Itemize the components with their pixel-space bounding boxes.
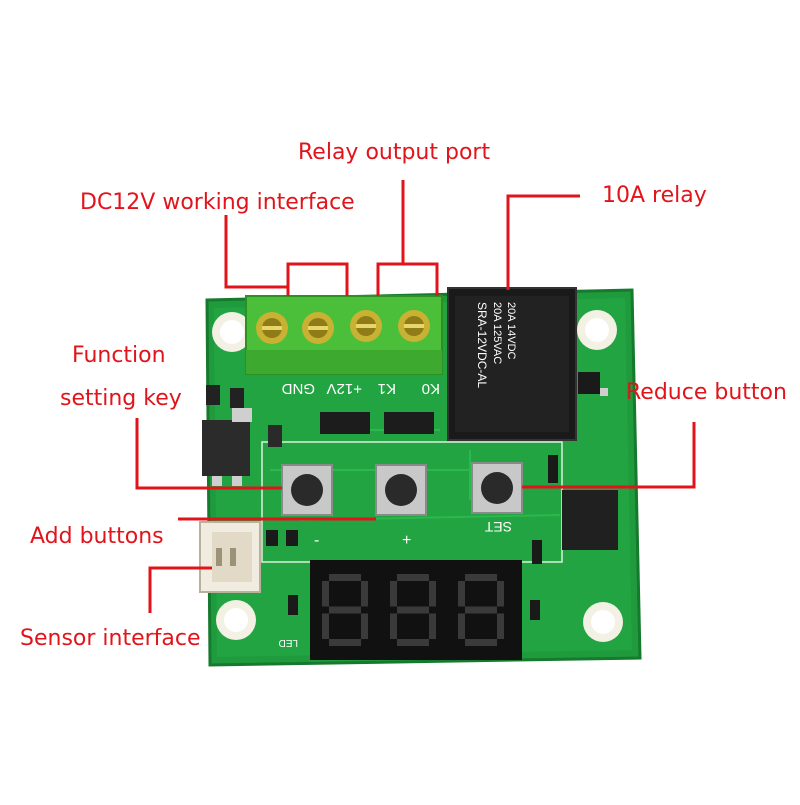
relay-marking-1: 20A 14VDC <box>505 302 517 360</box>
display-segment <box>361 581 368 607</box>
set-silk-label: SET <box>484 519 512 535</box>
line-dc12v <box>224 215 288 289</box>
terminal-block <box>245 295 443 375</box>
line-reduce-button <box>522 422 696 489</box>
terminal-label-k1: K1 <box>378 380 396 397</box>
function-setting-key <box>281 464 333 516</box>
label-sensor-interface: Sensor interface <box>20 626 201 651</box>
minus-silk-label: - <box>314 532 319 549</box>
display-segment <box>322 613 329 639</box>
display-segment <box>465 639 497 646</box>
terminal-screws <box>256 310 430 344</box>
display-segment <box>429 613 436 639</box>
display-segment <box>458 613 465 639</box>
relay-marking-3: SRA-12VDC-AL <box>475 302 489 388</box>
display-segment <box>361 613 368 639</box>
label-add-buttons: Add buttons <box>30 524 164 549</box>
line-10a-relay <box>506 194 580 290</box>
display-segment <box>429 581 436 607</box>
terminal-label-gnd: GND <box>282 380 316 397</box>
display-segment <box>390 613 397 639</box>
display-segment <box>497 581 504 607</box>
add-button <box>375 464 427 516</box>
label-relay-output-port: Relay output port <box>298 140 491 165</box>
smd-components <box>202 372 618 620</box>
display-segment <box>465 574 497 581</box>
label-function-line1: Function <box>72 343 166 368</box>
line-function-key <box>135 418 282 490</box>
display-digits <box>322 574 504 646</box>
line-dc12v-bracket <box>286 262 349 296</box>
display-segment <box>390 581 397 607</box>
label-dc12v-working-interface: DC12V working interface <box>80 190 355 215</box>
sensor-connector <box>199 521 261 593</box>
label-function-line2: setting key <box>60 386 182 411</box>
label-reduce-button: Reduce button <box>626 380 787 405</box>
line-sensor <box>148 566 212 613</box>
display-segment <box>397 606 429 614</box>
display-segment <box>329 639 361 646</box>
tactile-buttons <box>281 462 523 516</box>
display-segment <box>329 606 361 614</box>
display-segment <box>397 639 429 646</box>
led-silk-label: LED <box>279 637 298 648</box>
terminal-label-12v: +12V <box>327 380 362 397</box>
relay <box>447 287 577 441</box>
display-segment <box>329 574 361 581</box>
seven-segment-display <box>310 560 522 660</box>
display-segment <box>458 581 465 607</box>
display-segment <box>322 581 329 607</box>
relay-marking-2: 20A 125VAC <box>491 302 503 364</box>
plus-silk-label: + <box>402 532 411 549</box>
reduce-button <box>471 462 523 514</box>
line-relay-output-bracket <box>376 262 439 296</box>
display-segment <box>465 606 497 614</box>
display-segment <box>397 574 429 581</box>
display-segment <box>497 613 504 639</box>
label-10a-relay: 10A relay <box>602 183 707 208</box>
terminal-label-k0: K0 <box>422 380 440 397</box>
